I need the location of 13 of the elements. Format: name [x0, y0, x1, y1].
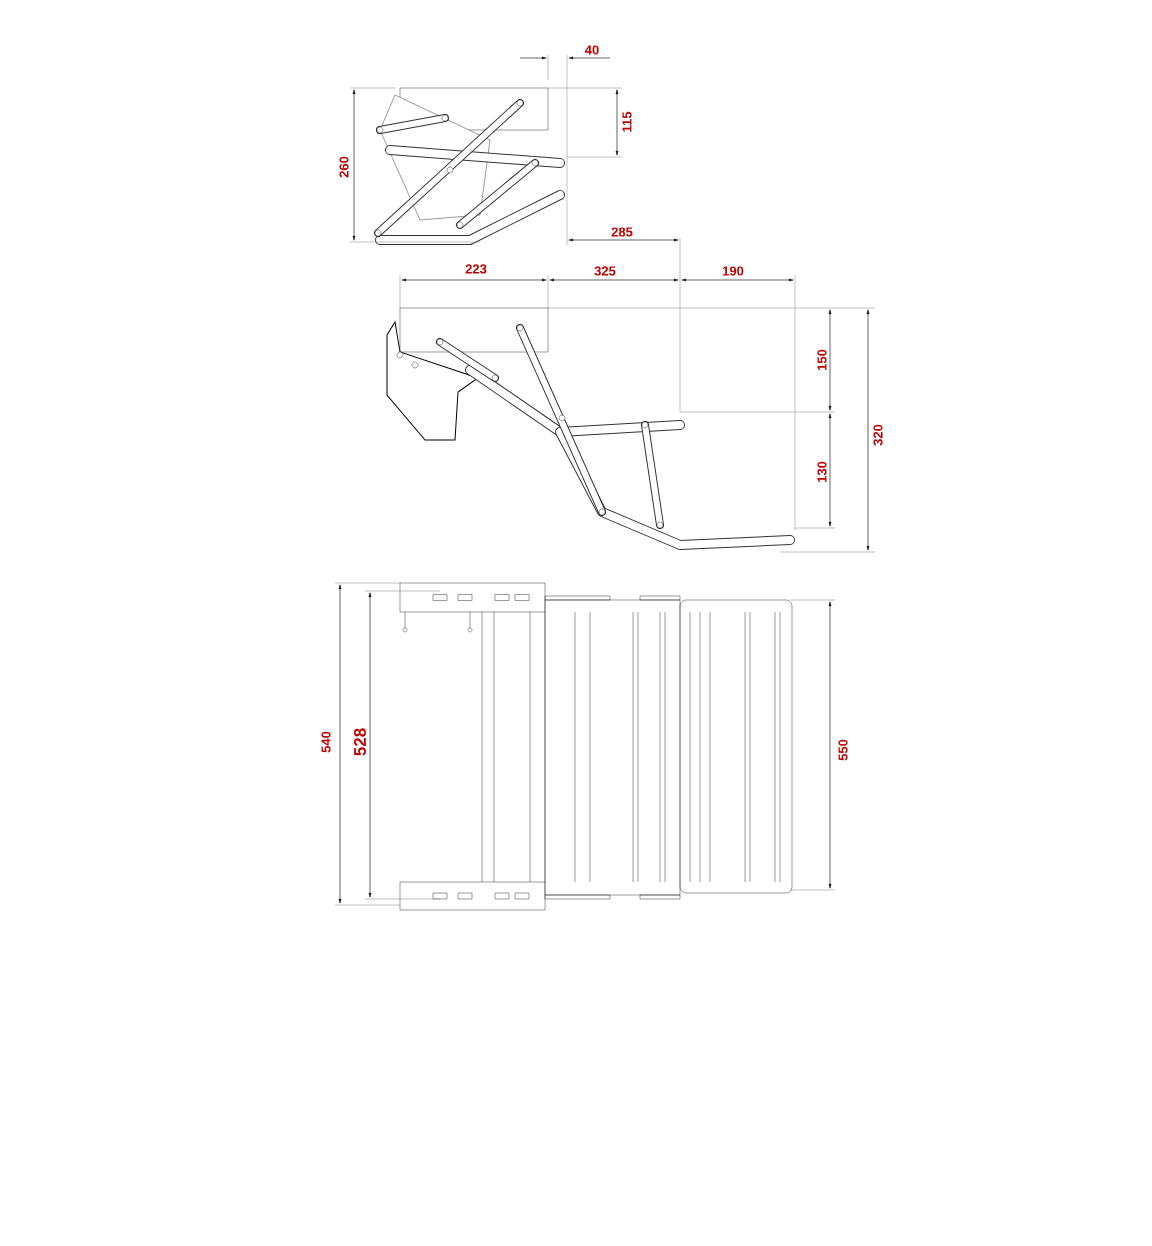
- dimension-label: 130: [817, 461, 827, 482]
- dimension-label: 540: [321, 731, 331, 753]
- dimension-label: 40: [585, 45, 599, 55]
- dimension-label: 285: [611, 227, 633, 237]
- dimension-label: 115: [622, 111, 632, 132]
- dimension-label: 150: [817, 349, 827, 370]
- dimension-label: 320: [873, 424, 883, 446]
- dimension-label: 550: [838, 739, 848, 761]
- dimension-label: 190: [723, 266, 744, 276]
- dimension-label: 223: [465, 264, 487, 274]
- dimension-label: 325: [594, 266, 616, 276]
- dimension-label: 528: [354, 728, 367, 756]
- dimension-label: 260: [339, 156, 349, 178]
